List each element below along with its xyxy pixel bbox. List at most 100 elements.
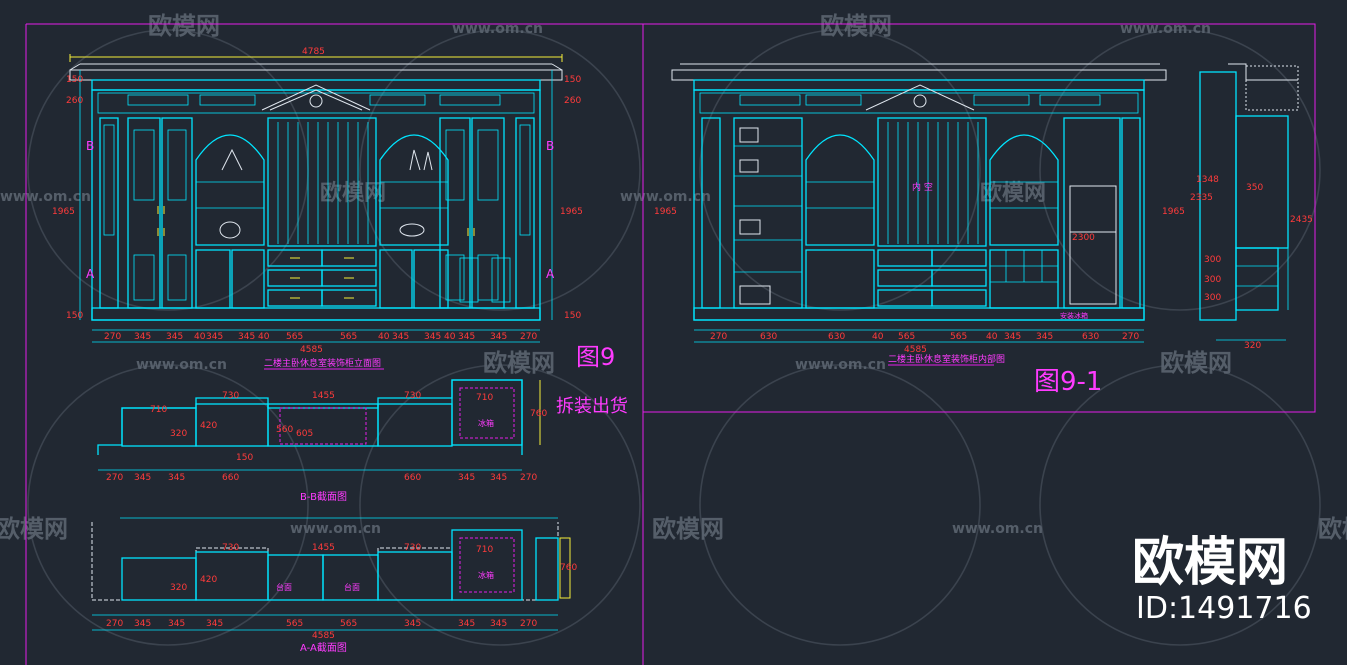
svg-text:350: 350: [1246, 183, 1263, 193]
svg-text:345: 345: [490, 332, 507, 342]
section-mark-b-left: B: [86, 139, 94, 153]
svg-text:760: 760: [560, 563, 577, 573]
svg-text:欧模网: 欧模网: [820, 12, 892, 40]
svg-text:40: 40: [194, 332, 206, 342]
svg-text:560: 560: [276, 425, 293, 435]
svg-text:660: 660: [404, 473, 421, 483]
fridge-install-label: 安装冰箱: [1060, 311, 1088, 320]
svg-text:270: 270: [104, 332, 121, 342]
svg-text:1348: 1348: [1196, 175, 1219, 185]
svg-text:565: 565: [286, 619, 303, 629]
svg-text:www.om.cn: www.om.cn: [620, 189, 711, 205]
svg-text:欧模网: 欧模网: [980, 180, 1046, 206]
svg-text:40: 40: [378, 332, 390, 342]
svg-text:150: 150: [66, 75, 83, 85]
svg-text:565: 565: [340, 619, 357, 629]
svg-text:1455: 1455: [312, 391, 335, 401]
disassembled-shipping-note: 拆装出货: [556, 396, 628, 417]
svg-text:www.om.cn: www.om.cn: [795, 357, 886, 373]
figure-9-1-caption: 二楼主卧休息室装饰柜内部图: [888, 353, 1005, 365]
watermark-logo: 欧模网 欧模网 欧模网 欧模网 欧模网 欧模网 欧模网 欧模网 欧模网: [0, 12, 1347, 543]
bb-dim-string: 270 345 345 660 660 345 345 270: [106, 473, 537, 483]
svg-text:300: 300: [1204, 293, 1221, 303]
svg-text:345: 345: [134, 332, 151, 342]
elevation-caption: 二楼主卧休息室装饰柜立面图: [264, 357, 381, 369]
svg-text:605: 605: [296, 429, 313, 439]
svg-text:150: 150: [564, 75, 581, 85]
svg-text:300: 300: [1204, 275, 1221, 285]
bb-caption: B-B截面图: [300, 490, 347, 503]
svg-text:270: 270: [520, 619, 537, 629]
section-mark-a-left: A: [86, 267, 95, 281]
svg-text:40: 40: [258, 332, 270, 342]
svg-text:565: 565: [286, 332, 303, 342]
svg-text:270: 270: [710, 332, 727, 342]
svg-text:4585: 4585: [300, 345, 323, 355]
svg-text:欧模网: 欧模网: [1318, 515, 1347, 543]
figure-9-1-bottom-dims: 270 630 630 40 565 565 40 345 345 630 27…: [710, 332, 1139, 342]
svg-text:345: 345: [458, 619, 475, 629]
svg-text:1965: 1965: [654, 207, 677, 217]
svg-text:660: 660: [222, 473, 239, 483]
figure-9-1-elevation: 内 空 2300 安装冰箱 1965 1965 4585 270 630: [654, 63, 1185, 397]
svg-text:345: 345: [458, 332, 475, 342]
svg-text:345: 345: [490, 473, 507, 483]
aa-dim-string: 270 345 345 345 565 565 345 345 345 270: [106, 619, 537, 629]
section-bb: 710 730 1455 730 710 760 320 420 560 605…: [97, 379, 547, 503]
brand-name: 欧模网: [1132, 533, 1288, 593]
svg-text:欧模网: 欧模网: [1160, 349, 1232, 377]
svg-text:345: 345: [424, 332, 441, 342]
slab-label-right: 台面: [344, 582, 360, 592]
svg-text:345: 345: [458, 473, 475, 483]
svg-text:www.om.cn: www.om.cn: [0, 189, 91, 205]
watermark-site: www.om.cn www.om.cn www.om.cn www.om.cn …: [0, 21, 1211, 537]
svg-text:345: 345: [134, 473, 151, 483]
figure-9-1-side-section: 350 320 1348 2435 2335 300 300 300: [1190, 63, 1313, 351]
svg-text:1455: 1455: [312, 543, 335, 553]
svg-text:40: 40: [444, 332, 456, 342]
svg-text:730: 730: [404, 391, 421, 401]
svg-text:345: 345: [238, 332, 255, 342]
svg-text:欧模网: 欧模网: [483, 349, 555, 377]
watermark-layer: 欧模网 欧模网 欧模网 欧模网 欧模网 欧模网 欧模网 欧模网 欧模网 www.…: [0, 12, 1347, 646]
svg-text:150: 150: [66, 311, 83, 321]
svg-text:欧模网: 欧模网: [652, 515, 724, 543]
figure-9-title: 图9: [576, 343, 615, 371]
svg-text:冰箱: 冰箱: [478, 570, 494, 580]
svg-text:欧模网: 欧模网: [0, 515, 68, 543]
bottom-dim-string: 270 345 345 40 345 345 40 565 565 40 345…: [104, 332, 537, 342]
figure-9-elevation: 4785: [52, 47, 628, 417]
section-mark-a-right: A: [546, 267, 555, 281]
svg-text:730: 730: [222, 391, 239, 401]
drawing-frames: [25, 23, 1316, 665]
aa-caption: A-A截面图: [300, 641, 347, 654]
svg-text:345: 345: [168, 619, 185, 629]
svg-text:150: 150: [564, 311, 581, 321]
svg-text:345: 345: [1036, 332, 1053, 342]
svg-text:300: 300: [1204, 255, 1221, 265]
svg-text:345: 345: [206, 332, 223, 342]
svg-text:270: 270: [106, 619, 123, 629]
section-mark-b-right: B: [546, 139, 554, 153]
svg-text:710: 710: [476, 393, 493, 403]
svg-text:345: 345: [404, 619, 421, 629]
svg-text:345: 345: [134, 619, 151, 629]
svg-text:630: 630: [1082, 332, 1099, 342]
svg-text:345: 345: [490, 619, 507, 629]
svg-text:730: 730: [222, 543, 239, 553]
svg-text:630: 630: [760, 332, 777, 342]
svg-text:2300: 2300: [1072, 233, 1095, 243]
svg-text:2435: 2435: [1290, 215, 1313, 225]
svg-text:270: 270: [520, 473, 537, 483]
svg-text:420: 420: [200, 421, 217, 431]
svg-text:www.om.cn: www.om.cn: [290, 521, 381, 537]
svg-text:320: 320: [170, 583, 187, 593]
svg-text:4585: 4585: [904, 345, 927, 355]
figure-9-1-title: 图9-1: [1034, 367, 1102, 397]
section-aa: 冰箱 台面 台面 320 420 730 1455 730 710 760 27…: [91, 517, 577, 654]
svg-text:345: 345: [168, 473, 185, 483]
svg-text:欧模网: 欧模网: [320, 180, 386, 206]
slab-label-left: 台面: [276, 582, 292, 592]
svg-text:40: 40: [986, 332, 998, 342]
